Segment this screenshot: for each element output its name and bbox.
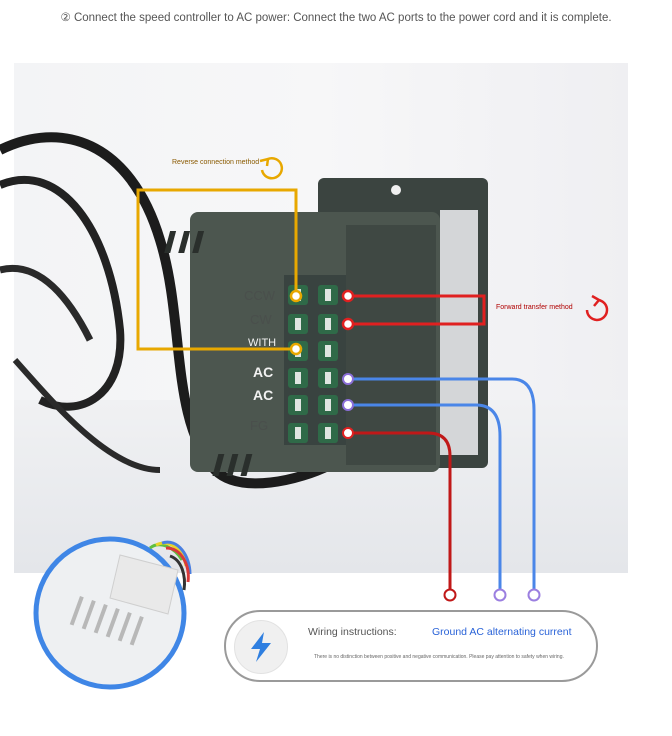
ground-wire: [348, 431, 452, 594]
wiring-instructions-value: Ground AC alternating current: [432, 626, 572, 638]
reverse-arrow-icon: [260, 157, 284, 180]
wiring-instructions-title: Wiring instructions:: [308, 626, 397, 638]
wiring-instructions-note: There is no distinction between positive…: [314, 654, 564, 660]
instruction-header: ② Connect the speed controller to AC pow…: [60, 12, 612, 24]
lightning-bolt-icon: [234, 620, 288, 674]
connector-closeup: [33, 536, 187, 690]
ac-wire-2: [348, 403, 502, 594]
forward-arrow-icon: [585, 298, 609, 322]
terminal-label-with: WITH: [248, 337, 277, 349]
wiring-instructions-box: Wiring instructions: Ground AC alternati…: [224, 610, 598, 682]
reverse-wire: [136, 188, 298, 351]
forward-transfer-label: Forward transfer method: [496, 304, 573, 311]
forward-wire: [348, 294, 486, 326]
terminal-label-fg: FG: [250, 418, 269, 433]
connector-plug: [69, 540, 192, 646]
reverse-connection-label: Reverse connection method: [172, 159, 260, 166]
terminal-label-ac-2: AC: [253, 387, 274, 403]
terminal-label-cw: CW: [250, 312, 272, 327]
ac-wire-1: [348, 377, 536, 594]
terminal-label-ac-1: AC: [253, 364, 274, 380]
terminal-label-ccw: CCW: [244, 288, 276, 303]
